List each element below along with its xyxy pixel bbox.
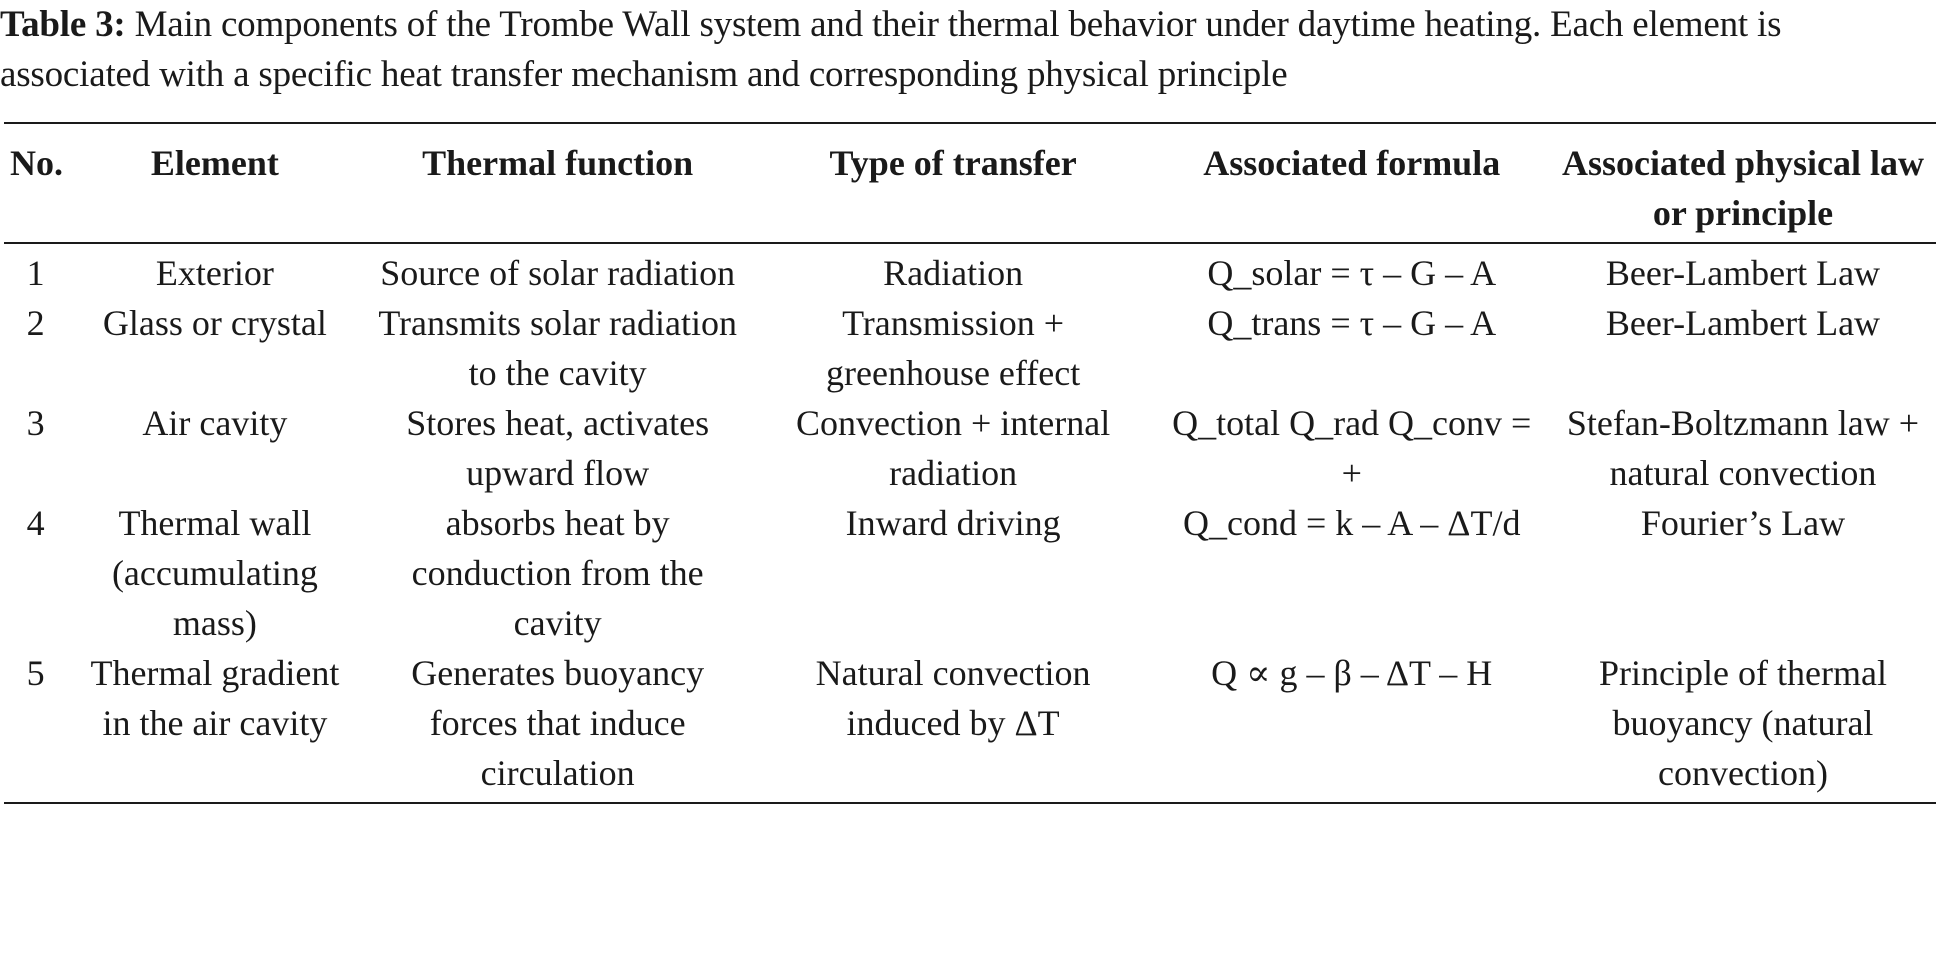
cell-physical-law: Stefan-Boltzmann law + natural convectio… xyxy=(1566,403,1920,493)
header-associated-formula: Associated formula xyxy=(1203,143,1501,183)
cell-element: Thermal gradient in the air cavity xyxy=(90,653,340,743)
table-row: 2 Glass or crystal Transmits solar radia… xyxy=(4,298,1936,398)
cell-formula: Q_solar = τ – G – A xyxy=(1207,253,1497,293)
table-container: No. Element Thermal function Type of tra… xyxy=(4,122,1936,804)
caption-text: Main components of the Trombe Wall syste… xyxy=(0,4,1782,95)
cell-element: Thermal wall (accumulating mass) xyxy=(111,503,318,643)
cell-formula: Q_trans = τ – G – A xyxy=(1207,303,1497,343)
cell-no: 3 xyxy=(26,403,45,443)
cell-thermal-function: Generates buoyancy forces that induce ci… xyxy=(411,653,705,793)
cell-no: 4 xyxy=(26,503,45,543)
cell-type-of-transfer: Radiation xyxy=(883,253,1024,293)
header-thermal-function: Thermal function xyxy=(422,143,694,183)
cell-thermal-function: Transmits solar radiation to the cavity xyxy=(378,303,737,393)
cell-no: 2 xyxy=(26,303,45,343)
table-row: 4 Thermal wall (accumulating mass) absor… xyxy=(4,498,1936,648)
cell-formula: Q_cond = k – A – ΔT/d xyxy=(1183,503,1521,543)
cell-formula: Q ∝ g – β – ΔT – H xyxy=(1211,653,1493,693)
table-label: Table 3: xyxy=(0,4,126,45)
header-row: No. Element Thermal function Type of tra… xyxy=(4,123,1936,243)
cell-thermal-function: Stores heat, activates upward flow xyxy=(406,403,710,493)
cell-thermal-function: absorbs heat by conduction from the cavi… xyxy=(411,503,704,643)
cell-thermal-function: Source of solar radiation xyxy=(380,253,736,293)
table-row: 1 Exterior Source of solar radiation Rad… xyxy=(4,243,1936,298)
cell-formula: Q_total Q_rad Q_conv = + xyxy=(1172,403,1532,493)
cell-type-of-transfer: Convection + internal radiation xyxy=(795,403,1111,493)
table-caption: Table 3: Main components of the Trombe W… xyxy=(0,0,1940,100)
cell-type-of-transfer: Natural convection induced by ΔT xyxy=(815,653,1091,743)
cell-type-of-transfer: Transmission + greenhouse effect xyxy=(826,303,1081,393)
cell-physical-law: Beer-Lambert Law xyxy=(1605,253,1881,293)
cell-physical-law: Beer-Lambert Law xyxy=(1605,303,1881,343)
header-physical-law: Associated physical law or principle xyxy=(1561,143,1924,233)
cell-element: Exterior xyxy=(155,253,274,293)
table-row: 5 Thermal gradient in the air cavity Gen… xyxy=(4,648,1936,803)
cell-element: Air cavity xyxy=(142,403,288,443)
cell-element: Glass or crystal xyxy=(102,303,327,343)
cell-no: 1 xyxy=(26,253,45,293)
cell-type-of-transfer: Inward driving xyxy=(845,503,1061,543)
cell-no: 5 xyxy=(26,653,45,693)
header-type-of-transfer: Type of transfer xyxy=(829,143,1077,183)
table-row: 3 Air cavity Stores heat, activates upwa… xyxy=(4,398,1936,498)
header-no: No. xyxy=(10,143,63,183)
cell-physical-law: Fourier’s Law xyxy=(1640,503,1846,543)
components-table: No. Element Thermal function Type of tra… xyxy=(4,122,1936,804)
cell-physical-law: Principle of thermal buoyancy (natural c… xyxy=(1599,653,1887,793)
header-element: Element xyxy=(150,143,279,183)
